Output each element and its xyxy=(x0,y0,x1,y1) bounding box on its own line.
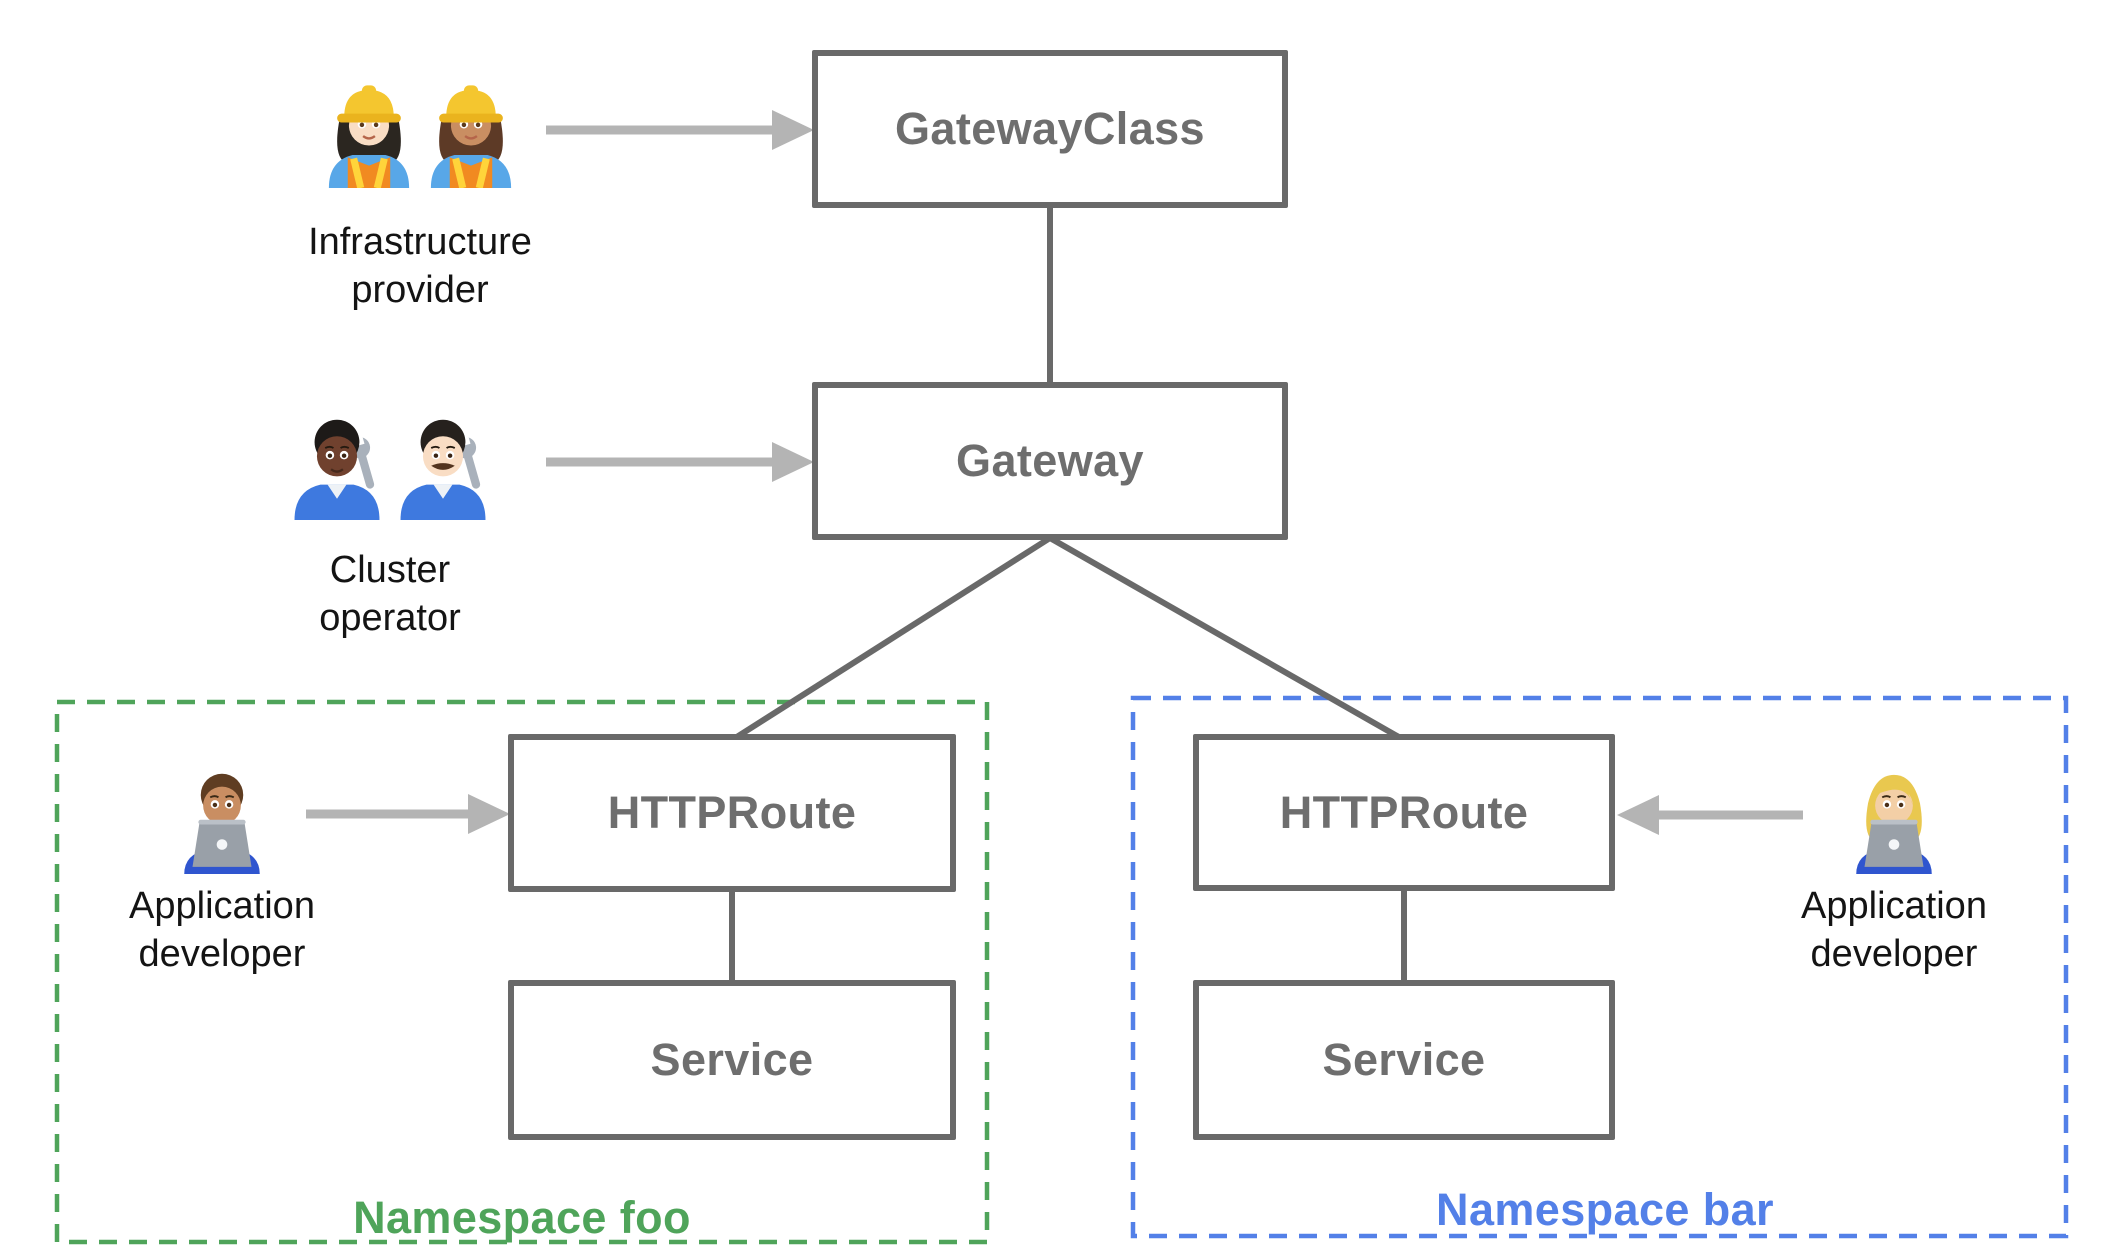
node-gatewayclass-label: GatewayClass xyxy=(895,103,1205,154)
node-httproute-bar-label: HTTPRoute xyxy=(1279,786,1529,838)
arrow-app-developer-foo xyxy=(306,794,510,834)
node-gatewayclass: GatewayClass xyxy=(812,50,1288,208)
namespace-bar-boundary xyxy=(1130,695,2069,1239)
mechanic-dark-skin-icon xyxy=(278,402,396,520)
persona-label-line: Application xyxy=(129,885,315,927)
app-developer-foo-emoji xyxy=(163,756,281,874)
woman-construction-worker-light-skin-icon xyxy=(310,70,428,188)
persona-app-developer-bar: Application developer xyxy=(1744,756,2044,978)
persona-app-developer-foo: Application developer xyxy=(72,756,372,978)
man-technologist-medium-skin-icon xyxy=(163,756,281,874)
persona-label-line: provider xyxy=(351,269,489,311)
namespace-foo-boundary xyxy=(54,699,990,1245)
woman-construction-worker-medium-skin-icon xyxy=(412,70,530,188)
node-gateway: Gateway xyxy=(812,382,1288,540)
man-mechanic-light-skin-icon xyxy=(384,402,502,520)
persona-label-line: developer xyxy=(1810,933,1978,975)
node-httproute-foo-label: HTTPRoute xyxy=(607,787,857,838)
namespace-bar-label: Namespace bar xyxy=(1436,1184,1774,1235)
arrow-app-developer-bar xyxy=(1617,795,1803,835)
arrow-cluster-operator xyxy=(546,442,814,482)
arrow-infrastructure-provider xyxy=(546,110,814,150)
persona-label-line: operator xyxy=(319,597,461,639)
persona-cluster-operator-label: Cluster operator xyxy=(319,546,461,642)
persona-label-line: Cluster xyxy=(329,549,451,591)
node-gateway-label: Gateway xyxy=(956,435,1144,486)
edge-gateway-httproute-foo xyxy=(730,535,1052,743)
app-developer-bar-emoji xyxy=(1835,756,1953,874)
woman-technologist-blonde-icon xyxy=(1835,756,1953,874)
node-service-foo-label: Service xyxy=(650,1034,814,1085)
node-httproute-bar: HTTPRoute xyxy=(1193,734,1615,891)
persona-infrastructure-provider: Infrastructure provider xyxy=(220,70,620,314)
persona-cluster-operator: Cluster operator xyxy=(190,402,590,642)
persona-label-line: developer xyxy=(138,933,306,975)
persona-app-developer-foo-label: Application developer xyxy=(129,882,315,978)
persona-label-line: Application xyxy=(1801,885,1987,927)
edge-gateway-httproute-bar xyxy=(1048,535,1406,743)
persona-arrows xyxy=(306,110,1803,835)
node-service-foo: Service xyxy=(508,980,956,1140)
persona-app-developer-bar-label: Application developer xyxy=(1801,882,1987,978)
namespace-foo-label: Namespace foo xyxy=(353,1192,691,1243)
node-service-bar-label: Service xyxy=(1322,1034,1486,1085)
node-httproute-foo: HTTPRoute xyxy=(508,734,956,892)
connector-lines xyxy=(729,205,1407,983)
cluster-operator-emojis xyxy=(278,402,502,520)
infrastructure-provider-emojis xyxy=(310,70,530,188)
node-service-bar: Service xyxy=(1193,980,1615,1140)
persona-label-line: Infrastructure xyxy=(308,221,532,263)
persona-infrastructure-provider-label: Infrastructure provider xyxy=(308,218,532,314)
